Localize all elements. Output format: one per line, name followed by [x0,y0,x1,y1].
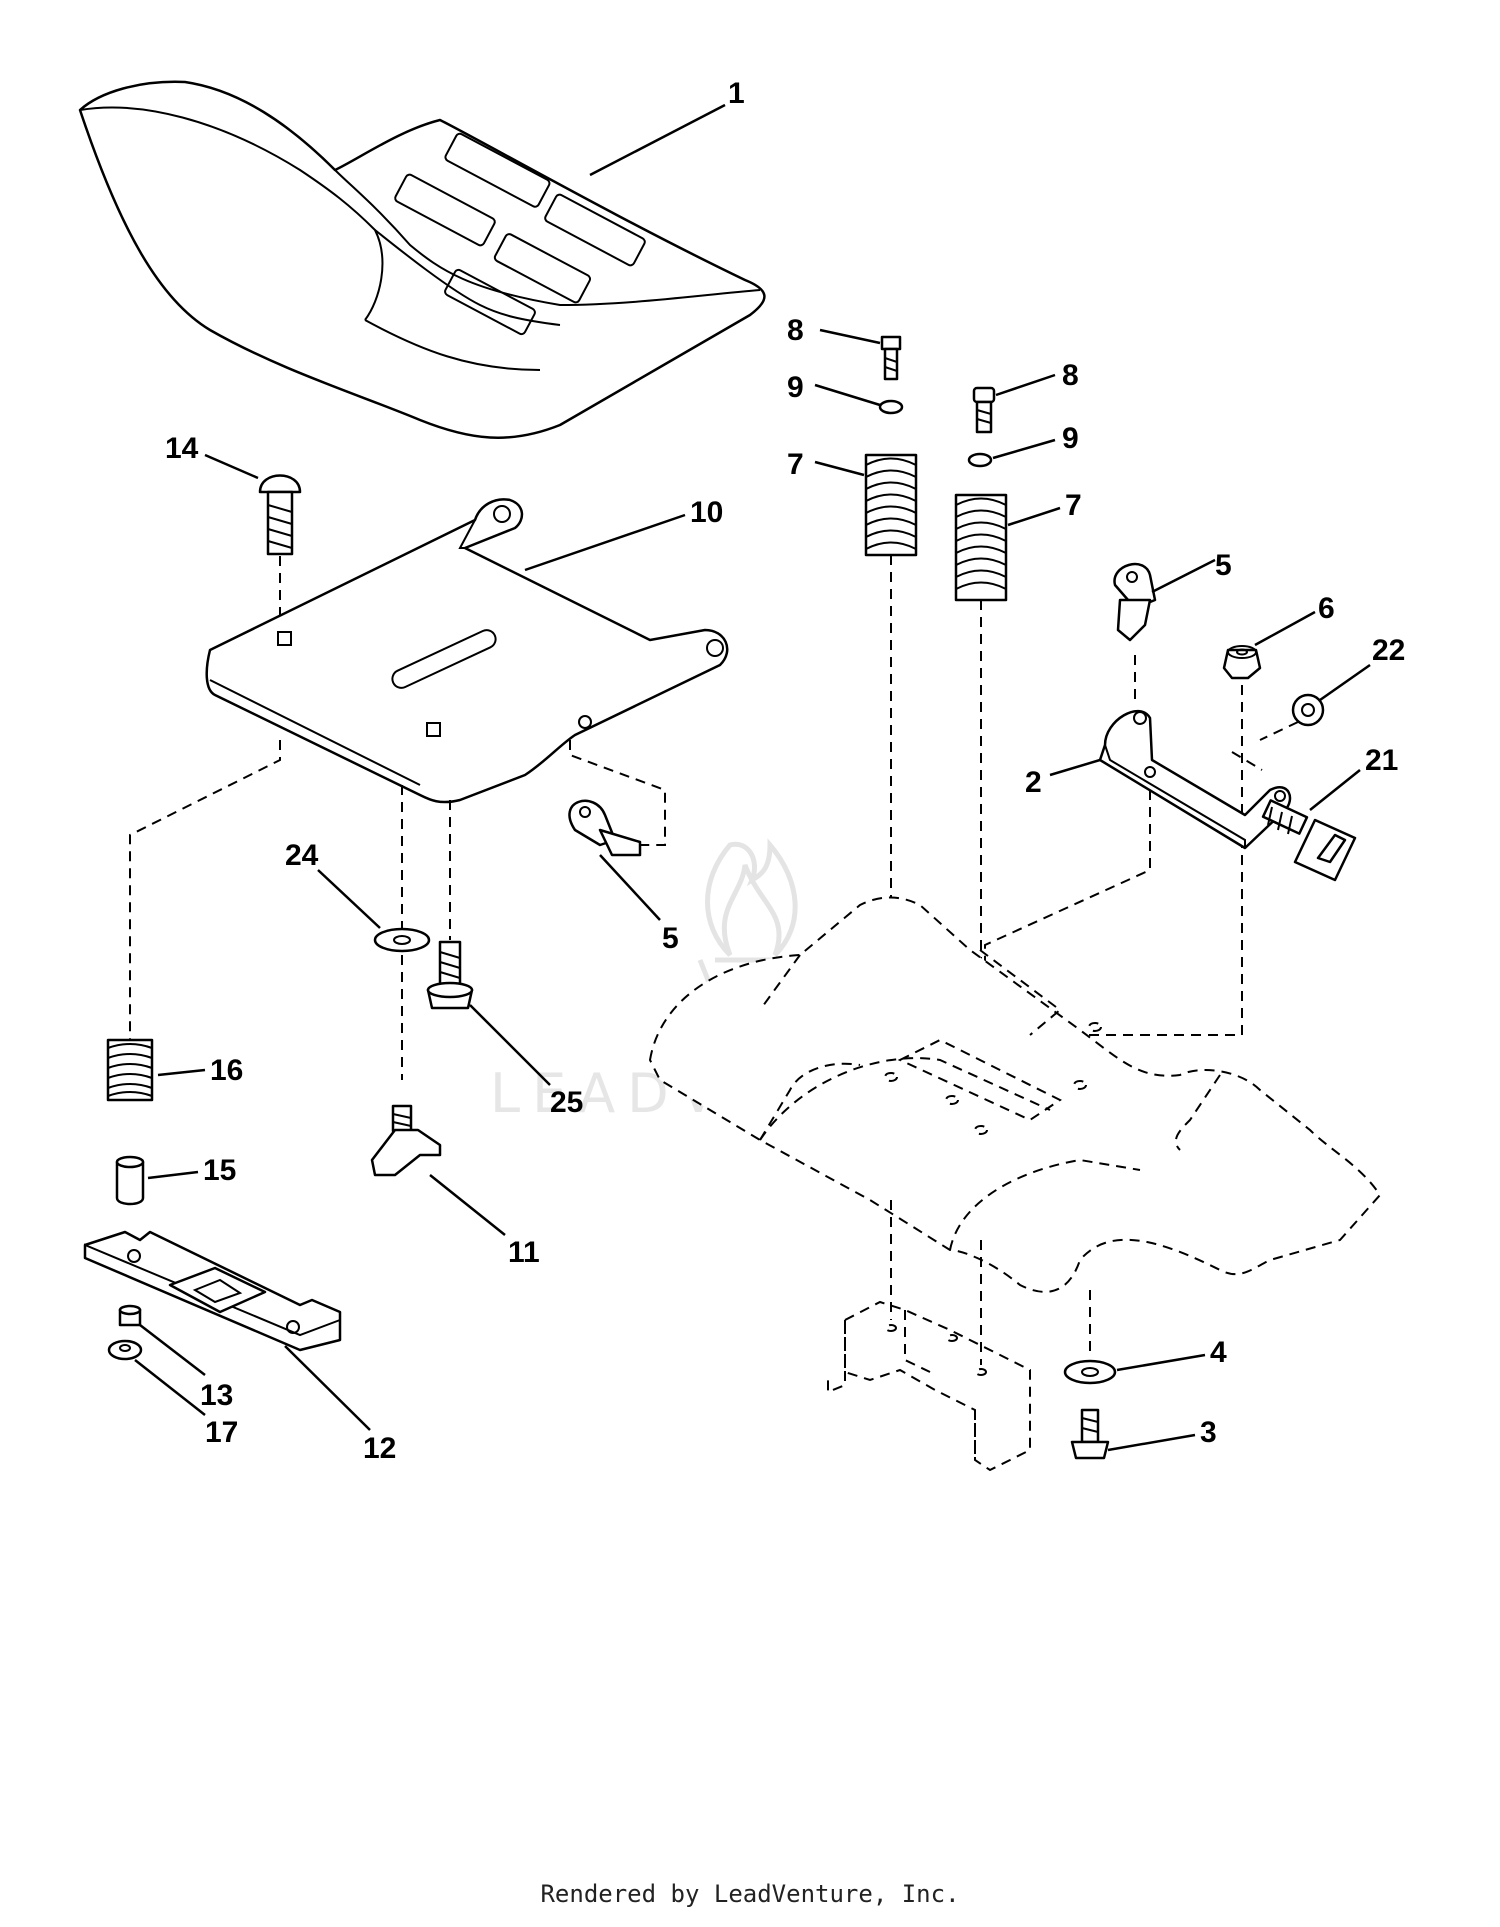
callout-1: 1 [728,77,745,110]
callout-22: 22 [1372,634,1405,667]
callout-13: 13 [200,1379,233,1412]
slide-rail-part-12[interactable] [83,1230,342,1352]
callout-2: 2 [1025,766,1042,799]
callout-4: 4 [1210,1336,1227,1369]
coil-spring-part-7-left[interactable] [864,453,918,557]
callout-16: 16 [210,1054,243,1087]
callout-7-right: 7 [1065,489,1082,522]
callout-17: 17 [205,1416,238,1449]
callout-3: 3 [1200,1416,1217,1449]
lock-nut-part-6[interactable] [1222,645,1262,680]
footer-credit: Rendered by LeadVenture, Inc. [540,1880,960,1908]
hairpin-clip-part-5-right[interactable] [1113,563,1157,642]
lock-washer-part-9-left[interactable] [878,399,904,415]
shoulder-bolt-part-25[interactable] [426,940,474,1010]
hex-bolt-part-3[interactable] [1070,1408,1110,1460]
callout-6: 6 [1318,592,1335,625]
callout-8-left: 8 [787,314,804,347]
callout-5-right: 5 [1215,549,1232,582]
seat-part-1[interactable] [78,80,766,439]
tractor-frame-reference [648,896,1382,1472]
coil-spring-part-7-right[interactable] [954,493,1008,602]
seat-bracket-part-2[interactable] [1098,709,1292,850]
adjustment-knob-part-11[interactable] [370,1104,442,1177]
callout-9-left: 9 [787,371,804,404]
bolt-part-8-right[interactable] [972,386,996,434]
carriage-bolt-part-14[interactable] [258,474,302,556]
flange-nut-part-17[interactable] [107,1339,143,1361]
nut-part-13[interactable] [118,1304,142,1327]
callout-10: 10 [690,496,723,529]
flat-washer-part-4[interactable] [1063,1359,1117,1385]
bushing-part-15[interactable] [115,1155,145,1206]
callout-8-right: 8 [1062,359,1079,392]
bolt-part-8-left[interactable] [880,335,902,381]
callout-5-left: 5 [662,922,679,955]
flat-washer-part-24[interactable] [373,927,431,953]
callout-9-right: 9 [1062,422,1079,455]
lock-washer-part-9-right[interactable] [967,452,993,468]
callout-7-left: 7 [787,448,804,481]
callout-21: 21 [1365,744,1398,777]
hairpin-clip-part-5-left[interactable] [568,799,642,857]
flange-bolt-part-21[interactable] [1261,799,1357,882]
hex-nut-part-22[interactable] [1291,693,1325,727]
compression-spring-part-16[interactable] [106,1038,154,1102]
callout-12: 12 [363,1432,396,1465]
callout-11: 11 [508,1236,540,1269]
callout-14: 14 [165,432,199,465]
callout-15: 15 [203,1154,236,1187]
callout-24: 24 [285,839,319,872]
callout-25: 25 [550,1086,583,1119]
seat-pan-part-10[interactable] [205,498,729,804]
